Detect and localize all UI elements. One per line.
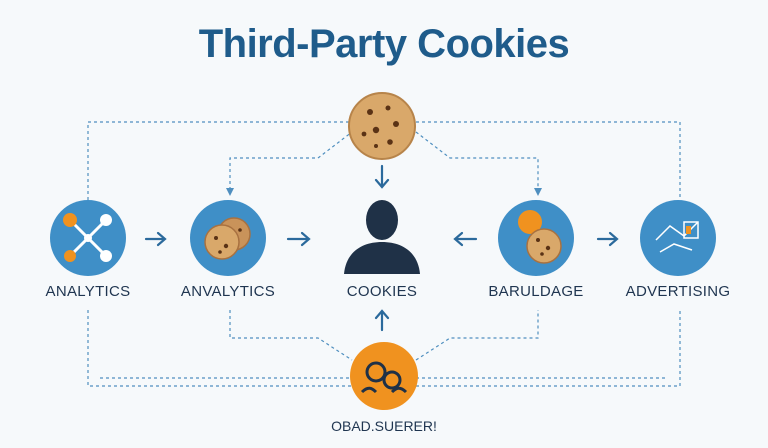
node-label: ADVERTISING (625, 283, 731, 300)
node-circle (640, 200, 716, 276)
node-label: COOKIES (346, 283, 418, 300)
bottom-label: OBAD.SUERER! (331, 418, 437, 434)
node-label: BARULDAGE (488, 283, 584, 300)
cookie-coin-icon (518, 210, 562, 264)
person-silhouette-icon (344, 200, 420, 274)
network-nodes-icon (63, 213, 112, 262)
sketch-diagram-icon (655, 221, 699, 253)
diagram-title: Third-Party Cookies (198, 22, 570, 66)
node-label: ANALYTICS (45, 283, 131, 300)
gears-hands-icon (360, 361, 408, 394)
node-label: ANVALYTICS (180, 283, 276, 300)
cookie-icon (348, 92, 416, 160)
cookies-icon (204, 217, 251, 260)
